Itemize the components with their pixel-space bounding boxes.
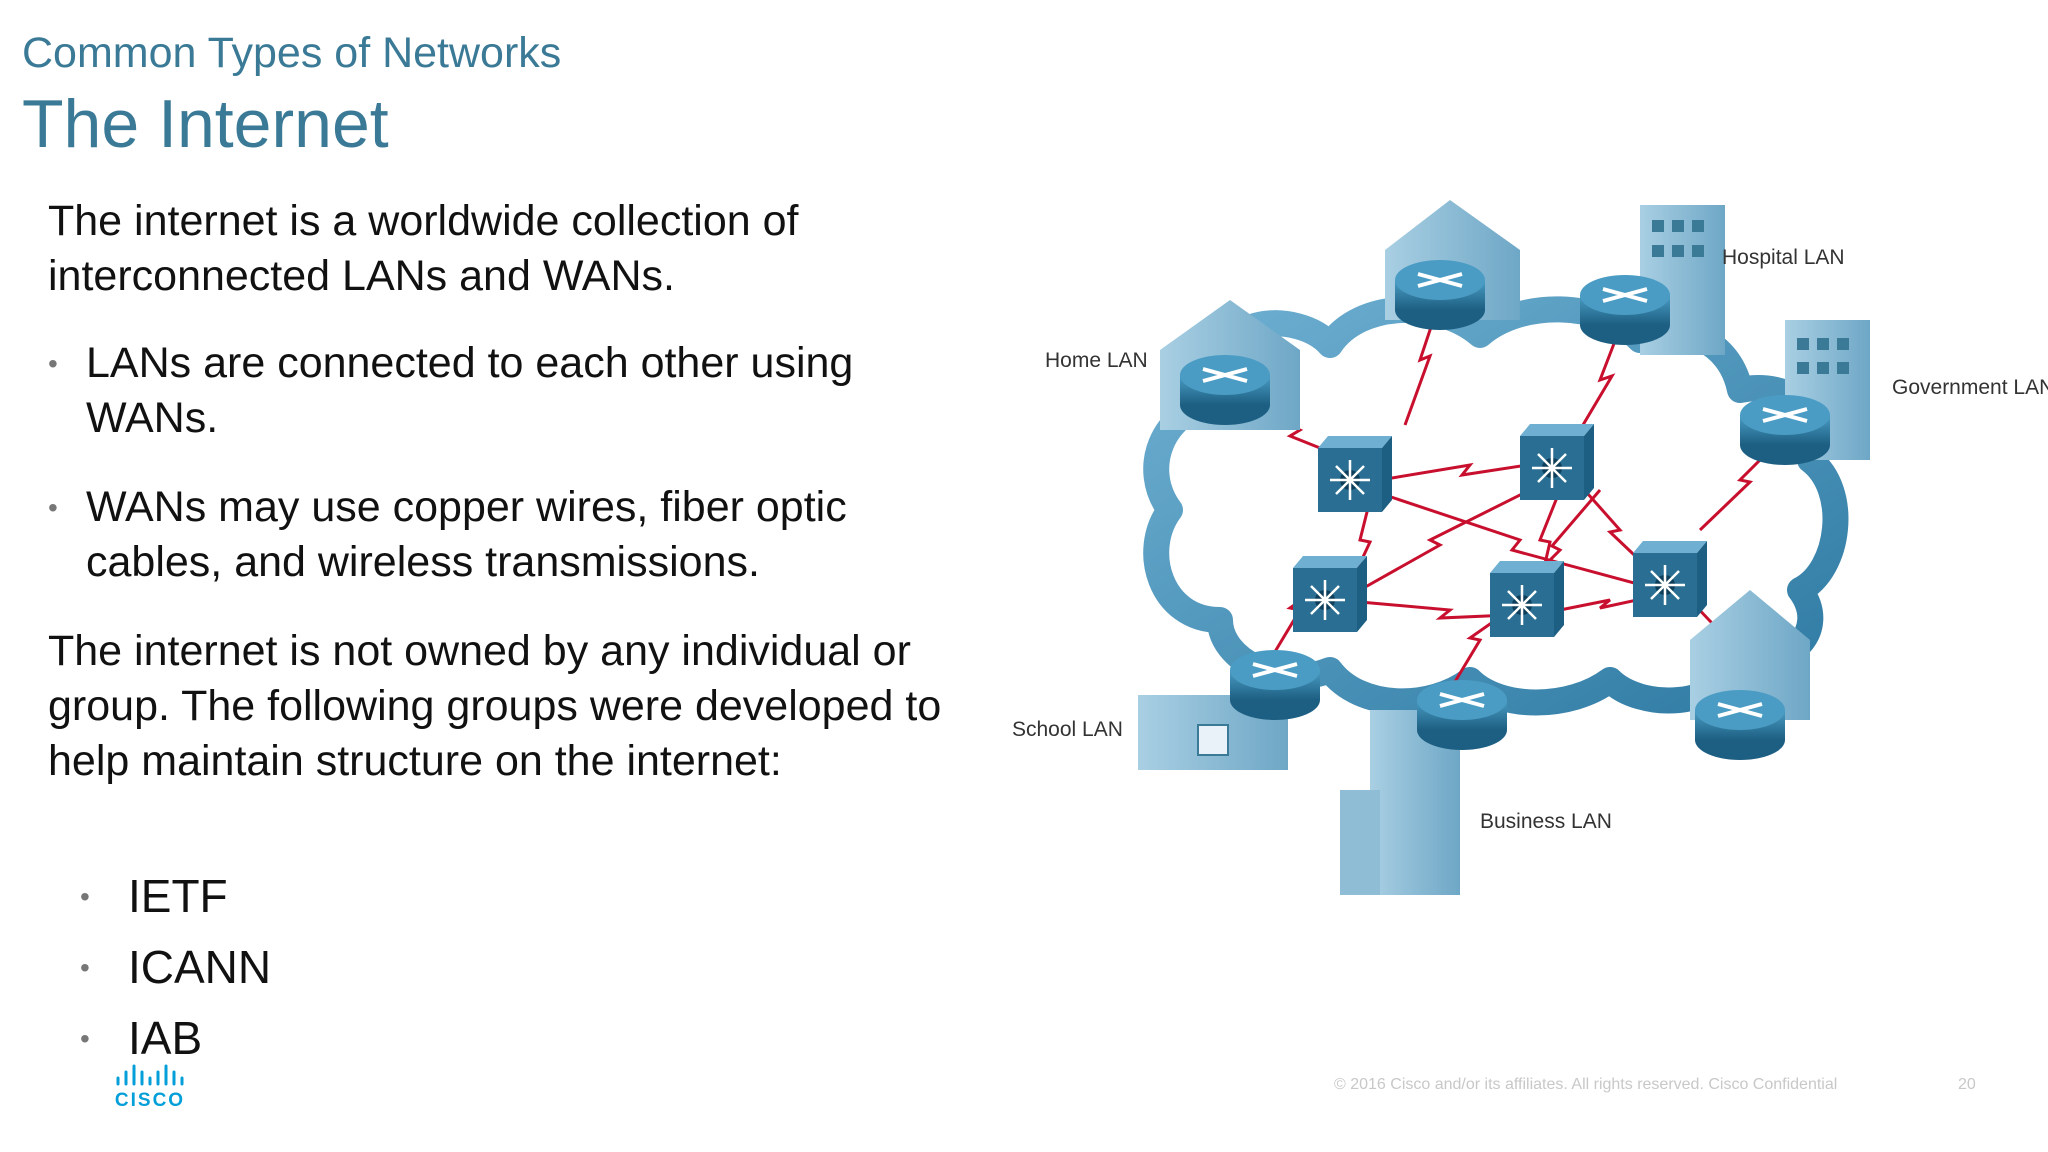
router-icon: [1180, 355, 1270, 425]
bullet-item: • WANs may use copper wires, fiber optic…: [48, 480, 948, 590]
home-lan-label: Home LAN: [1045, 349, 1148, 372]
group-label: IAB: [128, 1012, 203, 1064]
school-lan-label: School LAN: [1012, 718, 1123, 741]
router-icon: [1580, 275, 1670, 345]
router-icon: [1695, 690, 1785, 760]
bullet-dot-icon: •: [80, 952, 90, 983]
router-icon: [1230, 650, 1320, 720]
router-icon: [1417, 680, 1507, 750]
cisco-logo: CISCO: [115, 1064, 185, 1110]
section-title: Common Types of Networks: [22, 29, 562, 77]
bullet-text: WANs may use copper wires, fiber optic c…: [86, 483, 847, 586]
routers: [1180, 260, 1830, 760]
internet-diagram: Home LAN Hospital LAN Government LAN Sch…: [1012, 200, 2048, 895]
group-label: IETF: [128, 870, 228, 922]
home-lan-house-3: [1690, 590, 1810, 720]
group-item: • IAB: [80, 1011, 202, 1066]
page-title: The Internet: [22, 86, 389, 162]
switch-icon: [1520, 424, 1594, 500]
footer-copyright: © 2016 Cisco and/or its affiliates. All …: [1334, 1076, 1838, 1093]
bullet-dot-icon: •: [48, 348, 58, 379]
business-lan-label: Business LAN: [1480, 810, 1612, 833]
page-number: 20: [1958, 1076, 1976, 1093]
business-building: [1340, 710, 1460, 895]
bullet-item: • LANs are connected to each other using…: [48, 336, 948, 446]
svg-text:CISCO: CISCO: [115, 1090, 185, 1110]
ownership-paragraph: The internet is not owned by any individ…: [48, 627, 942, 785]
bullet-dot-icon: •: [48, 492, 58, 523]
bullet-dot-icon: •: [80, 1023, 90, 1054]
group-item: • IETF: [80, 869, 228, 924]
group-label: ICANN: [128, 941, 272, 993]
intro-paragraph: The internet is a worldwide collection o…: [48, 197, 799, 300]
switch-icon: [1633, 541, 1707, 617]
router-icon: [1740, 395, 1830, 465]
switch-icon: [1293, 556, 1367, 632]
router-icon: [1395, 260, 1485, 330]
bullet-text: LANs are connected to each other using W…: [86, 339, 854, 442]
hospital-lan-label: Hospital LAN: [1722, 246, 1845, 269]
switch-icon: [1318, 436, 1392, 512]
bullet-dot-icon: •: [80, 881, 90, 912]
group-item: • ICANN: [80, 940, 271, 995]
government-lan-label: Government LAN: [1892, 376, 2048, 399]
switches: [1293, 424, 1707, 637]
switch-icon: [1490, 561, 1564, 637]
government-building: [1785, 320, 1870, 460]
